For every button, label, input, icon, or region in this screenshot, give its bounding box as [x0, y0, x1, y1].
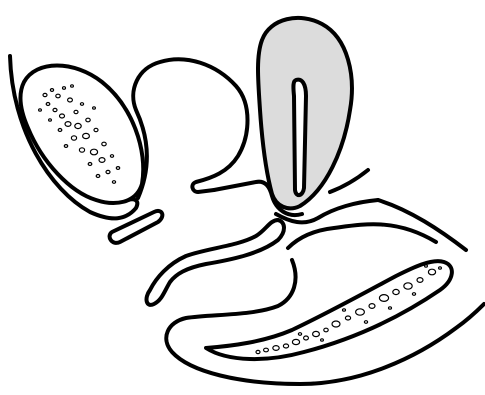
- central-loop: [133, 59, 247, 198]
- right-upper-line: [330, 170, 368, 192]
- right-structure-middle: [288, 224, 436, 248]
- lower-channel-granules: [256, 265, 441, 354]
- lower-channel-shell: [166, 260, 484, 384]
- left-lower-fragment: [110, 211, 163, 243]
- gray-organ-slot: [293, 80, 306, 195]
- middle-channel: [147, 220, 284, 305]
- lower-channel-tube: [206, 261, 452, 359]
- left-organ-oval: [21, 66, 144, 203]
